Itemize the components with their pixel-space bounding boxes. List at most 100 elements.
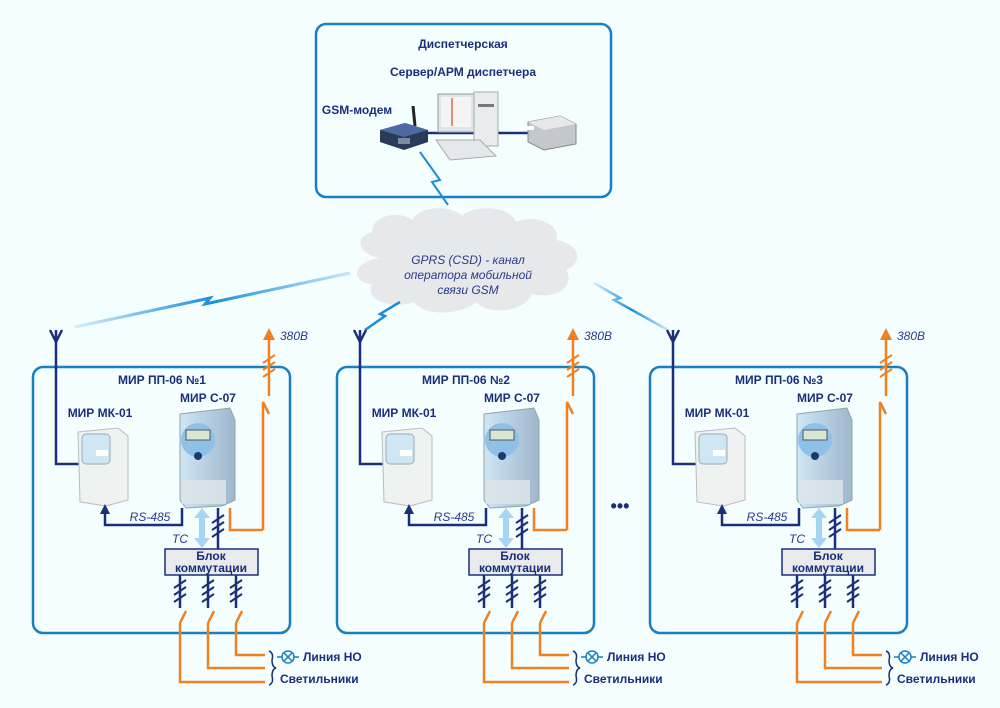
meter-label: МИР С-07	[180, 391, 236, 405]
switch-block-label-1: Блок	[196, 549, 226, 563]
switch-block-label-2: коммутации	[792, 561, 864, 575]
antenna-icon	[48, 329, 64, 345]
three-phase-mark	[828, 521, 842, 531]
relay-contact	[234, 610, 244, 624]
antenna-cable	[671, 342, 697, 466]
brace	[268, 650, 277, 686]
cabinet-title: МИР ПП-06 №1	[118, 373, 206, 387]
three-phase-mark	[533, 586, 547, 596]
more-cabinets-ellipsis: •••	[611, 496, 630, 516]
power-to-meter	[532, 508, 567, 532]
three-phase-mark	[262, 361, 276, 371]
brace	[572, 650, 581, 686]
lamp-line-3	[851, 623, 882, 657]
three-phase-mark	[211, 514, 225, 524]
switch-block	[781, 548, 876, 576]
tc-arrow-icon	[811, 508, 827, 548]
supply-label: 380В	[280, 329, 308, 343]
relay-contact	[538, 610, 548, 624]
three-phase-mark	[262, 354, 276, 364]
controller-label: МИР МК-01	[685, 406, 750, 420]
cloud-text-1: GPRS (CSD) - канал	[411, 253, 525, 267]
three-phase-mark	[879, 354, 893, 364]
three-phase-mark	[477, 593, 491, 603]
three-phase-mark	[846, 579, 860, 589]
antenna-icon	[352, 329, 368, 345]
dispatch-frame	[314, 22, 613, 199]
gsm-modem-icon	[380, 105, 428, 150]
power-switch	[261, 401, 271, 530]
three-phase-mark	[477, 579, 491, 589]
three-phase-mark	[533, 579, 547, 589]
printer-icon	[520, 115, 577, 151]
cloud-text-3: связи GSM	[437, 283, 498, 297]
cabinet-frame	[648, 365, 909, 635]
lamp-line-2	[206, 623, 265, 670]
three-phase-mark	[211, 528, 225, 538]
three-phase-mark	[477, 586, 491, 596]
tc-label: ТС	[476, 532, 492, 546]
tc-arrow-icon	[498, 508, 514, 548]
relay-contact	[482, 610, 492, 624]
three-phase-mark	[790, 593, 804, 603]
lamp-line-1	[178, 623, 265, 684]
power-arrow-icon	[880, 328, 892, 340]
relay-contact	[510, 610, 520, 624]
supply-label: 380В	[584, 329, 612, 343]
tc-arrow-icon	[194, 508, 210, 548]
brace	[885, 650, 894, 686]
three-phase-mark	[211, 521, 225, 531]
three-phase-mark	[505, 593, 519, 603]
dispatch-title: Диспетчерская	[418, 37, 508, 51]
three-phase-mark	[505, 586, 519, 596]
three-phase-mark	[566, 361, 580, 371]
lamp-icon	[894, 650, 916, 664]
controller-device-icon	[694, 427, 746, 507]
three-phase-mark	[201, 593, 215, 603]
three-phase-mark	[515, 514, 529, 524]
switch-block	[468, 548, 563, 576]
lamp-line-1	[795, 623, 882, 684]
rs485-arrow-icon	[404, 504, 414, 514]
lamp-icon	[581, 650, 603, 664]
three-phase-mark	[505, 579, 519, 589]
rs485-line	[407, 508, 488, 527]
switch-block-label-1: Блок	[813, 549, 843, 563]
tc-label: ТС	[172, 532, 188, 546]
line-out-label: Линия НО	[303, 650, 362, 664]
three-phase-mark	[515, 528, 529, 538]
antenna-cable	[54, 342, 80, 466]
cloud-text-2: оператора мобильной	[404, 268, 532, 282]
three-phase-mark	[173, 579, 187, 589]
line-out-label: Линия НО	[920, 650, 979, 664]
switch-block-label-2: коммутации	[479, 561, 551, 575]
three-phase-mark	[828, 528, 842, 538]
antenna-icon	[665, 329, 681, 345]
three-phase-mark	[566, 354, 580, 364]
power-arrow-icon	[567, 328, 579, 340]
antenna-cable	[358, 342, 384, 466]
three-phase-mark	[515, 521, 529, 531]
computer-icon	[435, 91, 499, 161]
lamps-label: Светильники	[584, 672, 663, 686]
tc-label: ТС	[789, 532, 805, 546]
three-phase-mark	[818, 579, 832, 589]
lamp-line-3	[538, 623, 569, 657]
power-to-meter	[228, 508, 263, 532]
power-switch	[878, 401, 888, 530]
three-phase-mark	[828, 514, 842, 524]
switch-block-label-2: коммутации	[175, 561, 247, 575]
rs485-label: RS-485	[130, 510, 171, 524]
rs485-line	[720, 508, 801, 527]
radio-link-dispatch	[419, 151, 449, 206]
radio-link-cabinet-1	[74, 271, 351, 329]
three-phase-mark	[229, 579, 243, 589]
controller-device-icon	[381, 427, 433, 507]
three-phase-mark	[818, 586, 832, 596]
three-phase-mark	[790, 579, 804, 589]
cabinet-frame	[335, 365, 596, 635]
three-phase-mark	[846, 593, 860, 603]
